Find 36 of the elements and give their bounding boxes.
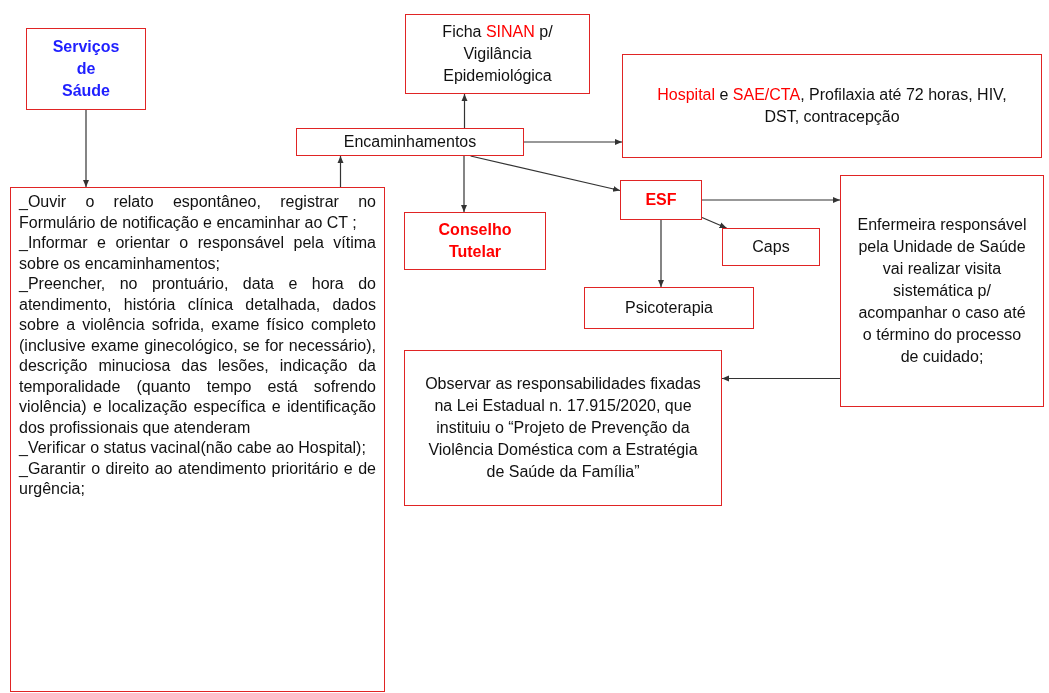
process-box xyxy=(296,128,524,156)
box-label: Encaminhamentos xyxy=(343,132,477,152)
process-box xyxy=(620,180,702,220)
box-label: Observar as responsabilidades fixadas na Lei Estadual n. 17.915/2020, que instituiu o “Projeto de Prevenção da Violência Doméstica com a Estratégia de Saúde da Família” xyxy=(425,374,701,482)
process-box xyxy=(405,14,590,94)
instruction-text: _Ouvir o relato espontâneo, registrar no Formulário de notificação e encaminhar ao CT ; xyxy=(19,192,376,233)
arrow xyxy=(701,197,841,203)
arrow xyxy=(658,219,664,288)
process-box xyxy=(622,54,1042,158)
instruction-text: _Preencher, no prontuário, data e hora do atendimento, história clínica detalhada, dados sobre a violência sofrida, exame físico completo (inclusive exame ginecológico, se for necessário), descrição minuciosa das lesões, indicação da temporalidade (quanto tempo está sofrendo violência) e localização específica e identificação dos profissionais que atenderam xyxy=(19,274,376,438)
instruction-text: _Verificar o status vacinal(não cabe ao Hospital); xyxy=(19,438,367,458)
process-box xyxy=(10,187,385,692)
arrow xyxy=(721,375,841,382)
instruction-text: _Informar e orientar o responsável pela vítima sobre os encaminhamentos; xyxy=(19,233,376,274)
arrow xyxy=(461,93,468,129)
box-label: Ficha SINAN p/ Vigilância Epidemiológica xyxy=(441,22,554,86)
arrow xyxy=(701,216,728,229)
arrow xyxy=(461,155,467,213)
box-label: Conselho Tutelar xyxy=(437,220,513,262)
box-label: ESF xyxy=(645,190,677,210)
arrow xyxy=(83,109,89,188)
box-label: Serviços de Sáude xyxy=(51,37,121,101)
arrow xyxy=(337,155,344,188)
process-box xyxy=(26,28,146,110)
arrow xyxy=(523,139,623,145)
process-box xyxy=(404,212,546,270)
box-label: Caps xyxy=(752,237,790,257)
process-box xyxy=(722,228,820,266)
box-label: Psicoterapia xyxy=(624,298,713,318)
process-box xyxy=(840,175,1044,407)
process-box xyxy=(404,350,722,506)
arrow xyxy=(470,155,621,192)
box-label: Hospital e SAE/CTA, Profilaxia até 72 horas, HIV, DST, contracepção xyxy=(656,85,1008,127)
box-label: Enfermeira responsável pela Unidade de Saúde vai realizar visita sistemática p/ acompanhar o caso até o término do processo de cuidado; xyxy=(856,215,1028,367)
instruction-text: _Garantir o direito ao atendimento prioritário e de urgência; xyxy=(19,458,376,499)
process-box xyxy=(584,287,754,329)
